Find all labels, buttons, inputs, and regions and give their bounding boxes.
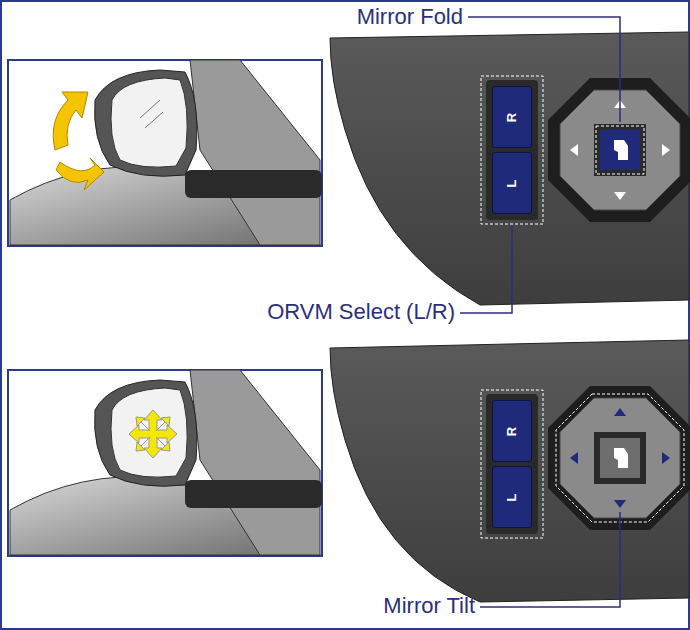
part-label: Mirror Tilt [383,593,475,619]
leader-line [468,17,620,122]
select-button: L [492,466,532,528]
mirror-joystick [548,78,690,222]
leader-line [460,226,512,313]
switch-housing [486,394,538,534]
part-label: ORVM Select (L/R) [267,299,455,325]
select-button: R [492,400,532,462]
part-label: Mirror Fold [357,4,463,30]
button-letter: R [504,426,519,435]
select-button: R [492,86,532,148]
door-panel [330,32,689,305]
mirror-tilt-illustration [8,370,322,556]
door-panel [330,340,689,602]
button-letter: L [504,493,519,501]
mirror-fold-illustration [8,60,322,246]
button-letter: R [504,112,519,121]
switch-housing [486,80,538,220]
highlight-outline [481,390,543,538]
select-button: L [492,152,532,214]
highlight-outline [481,76,543,224]
mirror-joystick [548,386,690,530]
button-letter: L [504,179,519,187]
